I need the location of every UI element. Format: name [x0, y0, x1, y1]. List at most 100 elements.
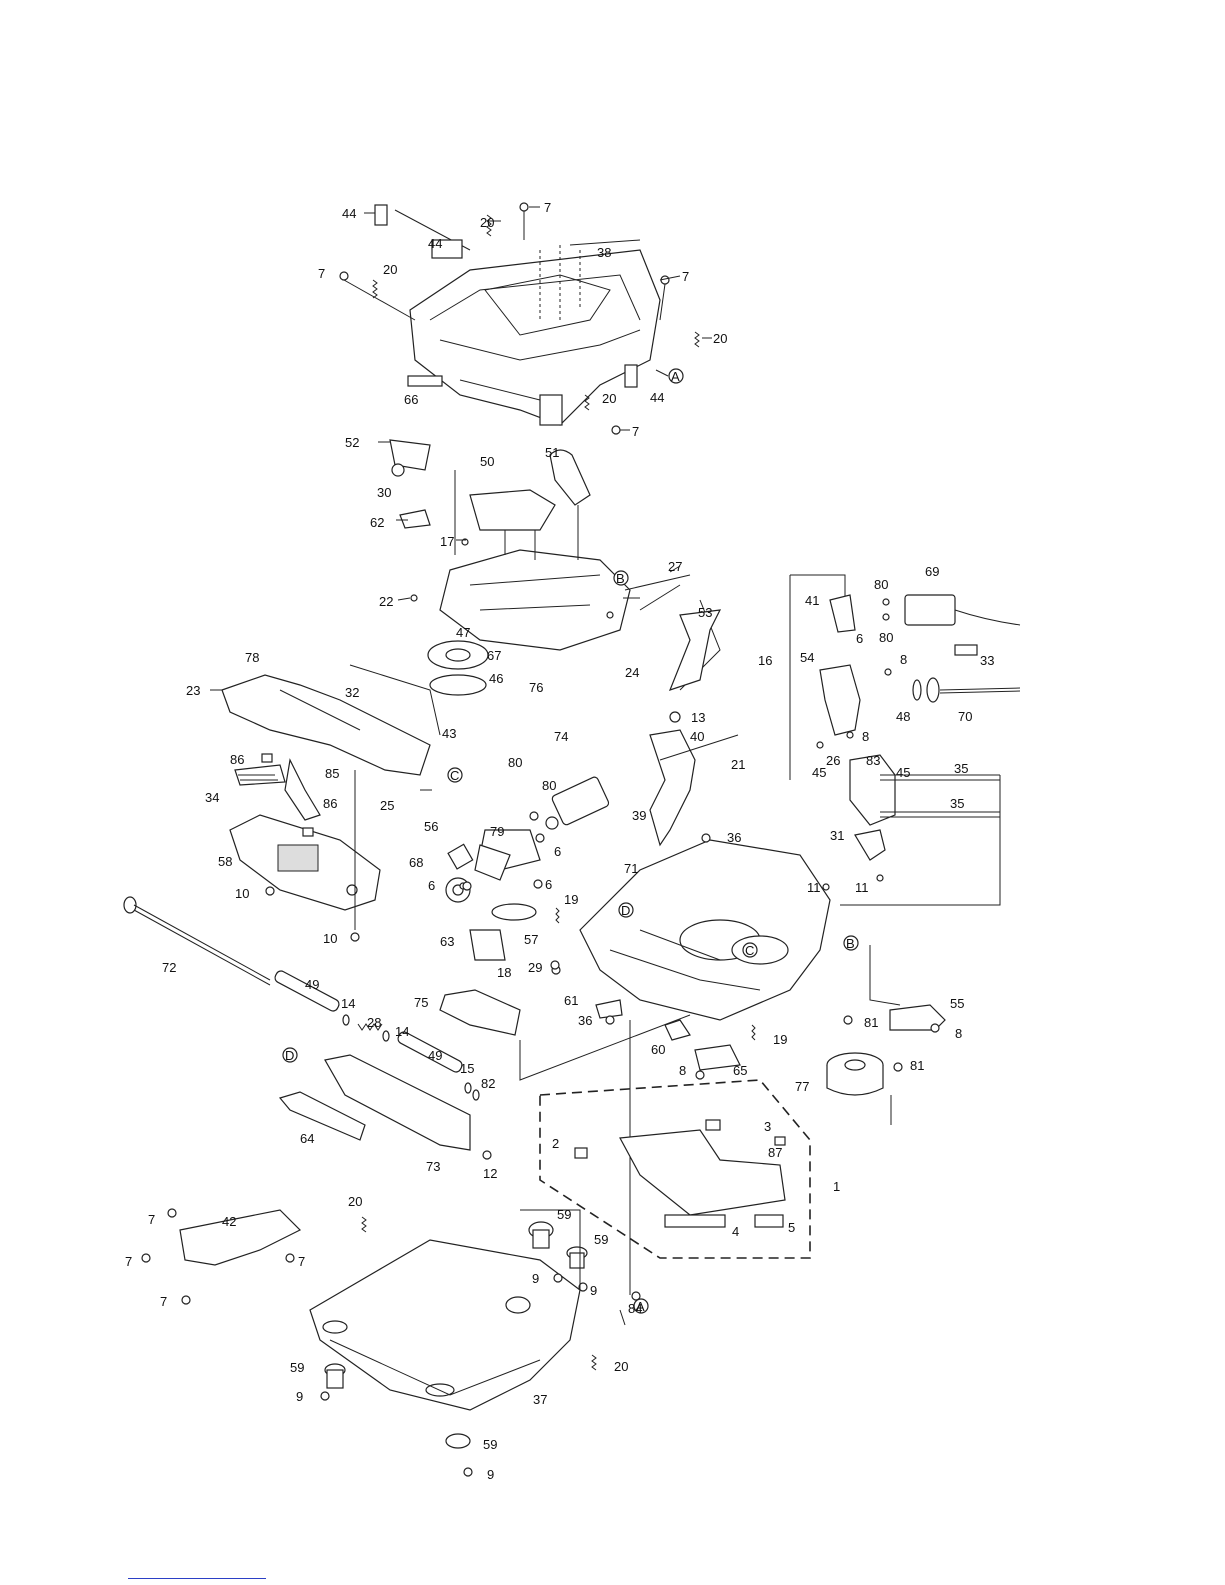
left-plate-assembly	[221, 674, 431, 942]
part-label-14: 14	[395, 1024, 409, 1039]
part-label-79: 79	[490, 824, 504, 839]
part-label-7: 7	[160, 1294, 167, 1309]
part-label-2: 2	[552, 1136, 559, 1151]
part-label-86: 86	[230, 752, 244, 767]
part-label-71: 71	[624, 861, 638, 876]
part-label-31: 31	[830, 828, 844, 843]
part-label-36: 36	[578, 1013, 592, 1028]
part-label-50: 50	[480, 454, 494, 469]
part-label-68: 68	[409, 855, 423, 870]
part-label-30: 30	[377, 485, 391, 500]
footer-link-underline[interactable]	[128, 1578, 266, 1579]
shaft-assembly	[123, 896, 691, 1160]
part-label-77: 77	[795, 1079, 809, 1094]
part-label-59: 59	[483, 1437, 497, 1452]
part-label-53: 53	[698, 605, 712, 620]
part-label-21: 21	[731, 757, 745, 772]
part-label-26: 26	[826, 753, 840, 768]
reference-mark-d-low: D	[285, 1048, 294, 1063]
part-label-29: 29	[528, 960, 542, 975]
part-label-37: 37	[533, 1392, 547, 1407]
part-label-45: 45	[896, 765, 910, 780]
part-label-20: 20	[602, 391, 616, 406]
part-label-7: 7	[148, 1212, 155, 1227]
part-label-47: 47	[456, 625, 470, 640]
part-label-69: 69	[925, 564, 939, 579]
part-label-72: 72	[162, 960, 176, 975]
part-label-20: 20	[480, 215, 494, 230]
part-label-1: 1	[833, 1179, 840, 1194]
part-label-9: 9	[296, 1389, 303, 1404]
part-label-35: 35	[950, 796, 964, 811]
part-label-44: 44	[650, 390, 664, 405]
part-label-32: 32	[345, 685, 359, 700]
part-label-34: 34	[205, 790, 219, 805]
part-label-59: 59	[594, 1232, 608, 1247]
part-label-6: 6	[545, 877, 552, 892]
part-label-7: 7	[125, 1254, 132, 1269]
part-label-11: 11	[855, 880, 869, 895]
part-label-67: 67	[487, 648, 501, 663]
reference-mark-d-mid: D	[621, 903, 630, 918]
reference-mark-a-top: A	[671, 369, 680, 384]
part-label-36: 36	[727, 830, 741, 845]
part-label-80: 80	[508, 755, 522, 770]
part-label-13: 13	[691, 710, 705, 725]
part-label-81: 81	[910, 1058, 924, 1073]
part-label-7: 7	[318, 266, 325, 281]
part-label-59: 59	[557, 1207, 571, 1222]
reference-marks: A B C D C B D A	[282, 368, 859, 1314]
part-label-70: 70	[958, 709, 972, 724]
part-label-7: 7	[544, 200, 551, 215]
part-label-44: 44	[342, 206, 356, 221]
part-label-57: 57	[524, 932, 538, 947]
leader-lines	[210, 206, 712, 791]
part-label-4: 4	[732, 1224, 739, 1239]
part-label-33: 33	[980, 653, 994, 668]
part-label-20: 20	[713, 331, 727, 346]
part-label-7: 7	[632, 424, 639, 439]
part-label-8: 8	[900, 652, 907, 667]
part-label-59: 59	[290, 1360, 304, 1375]
part-label-9: 9	[487, 1467, 494, 1482]
part-label-10: 10	[323, 931, 337, 946]
part-label-11: 11	[807, 880, 821, 895]
part-label-22: 22	[379, 594, 393, 609]
part-label-45: 45	[812, 765, 826, 780]
part-label-12: 12	[483, 1166, 497, 1181]
part-label-7: 7	[682, 269, 689, 284]
part-label-58: 58	[218, 854, 232, 869]
part-label-8: 8	[862, 729, 869, 744]
part-label-41: 41	[805, 593, 819, 608]
pcb-assembly	[539, 1079, 811, 1301]
part-label-63: 63	[440, 934, 454, 949]
part-label-35: 35	[954, 761, 968, 776]
part-label-9: 9	[590, 1283, 597, 1298]
part-label-25: 25	[380, 798, 394, 813]
part-label-8: 8	[679, 1063, 686, 1078]
part-label-56: 56	[424, 819, 438, 834]
part-label-18: 18	[497, 965, 511, 980]
part-label-20: 20	[614, 1359, 628, 1374]
main-chassis-assembly	[550, 711, 831, 1295]
mechanism-plate-assembly	[349, 439, 722, 736]
part-label-17: 17	[440, 534, 454, 549]
part-label-49: 49	[428, 1048, 442, 1063]
part-label-3: 3	[764, 1119, 771, 1134]
part-label-64: 64	[300, 1131, 314, 1146]
motor-gear-assembly	[445, 776, 610, 975]
part-label-61: 61	[564, 993, 578, 1008]
part-label-20: 20	[348, 1194, 362, 1209]
part-label-48: 48	[896, 709, 910, 724]
part-label-44: 44	[428, 236, 442, 251]
part-label-65: 65	[733, 1063, 747, 1078]
part-label-14: 14	[341, 996, 355, 1011]
part-label-27: 27	[668, 559, 682, 574]
part-label-23: 23	[186, 683, 200, 698]
part-label-15: 15	[460, 1061, 474, 1076]
part-label-19: 19	[773, 1032, 787, 1047]
part-label-19: 19	[564, 892, 578, 907]
part-label-9: 9	[532, 1271, 539, 1286]
reference-mark-c-mid: C	[745, 943, 754, 958]
part-label-6: 6	[428, 878, 435, 893]
